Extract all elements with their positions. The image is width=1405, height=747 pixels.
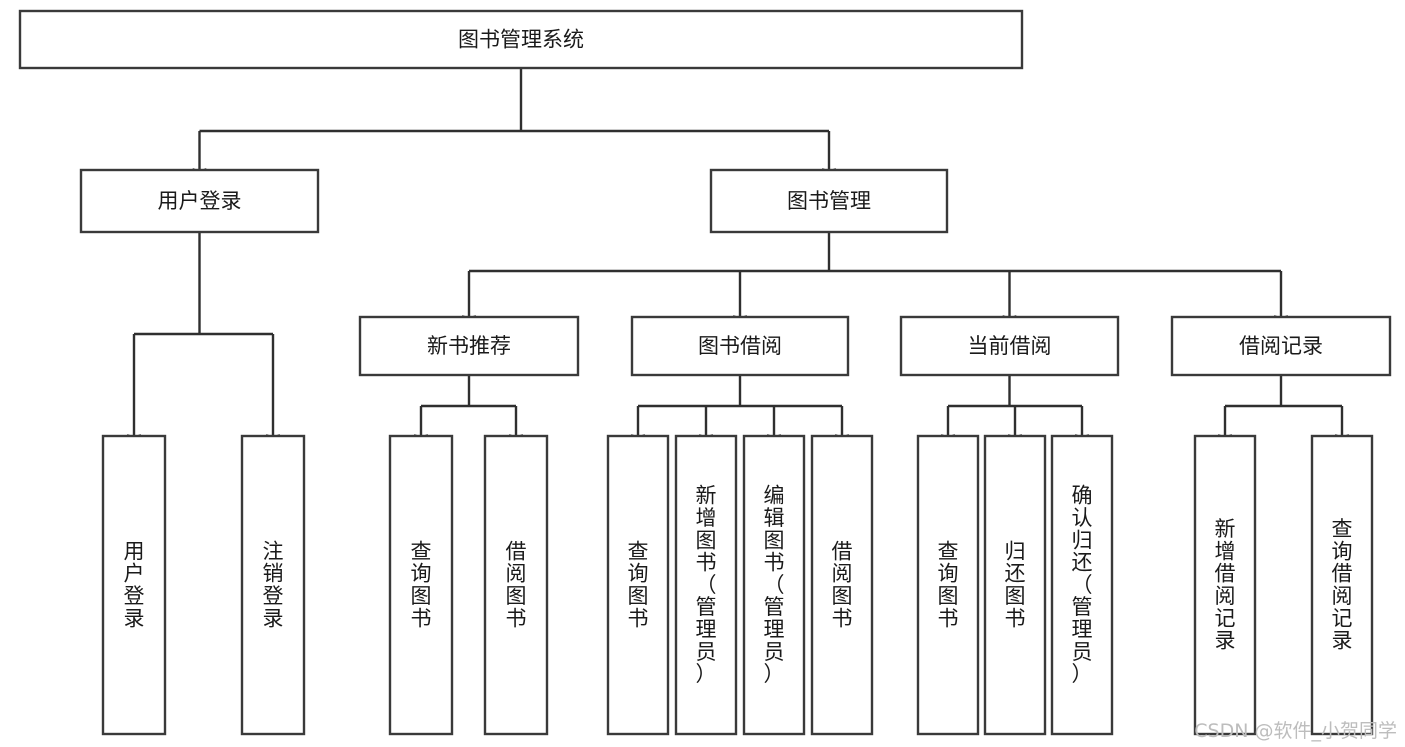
node-box-leaf-user-logout[interactable] (240, 434, 306, 736)
node-label: 查询图书 (628, 539, 649, 630)
node-label: 借阅记录 (1239, 334, 1323, 358)
node-box-leaf-edit-book[interactable] (742, 434, 806, 736)
node-label: 借阅图书 (832, 539, 853, 630)
watermark-label: CSDN @软件_小贺同学 (1194, 720, 1397, 742)
node-box-leaf-user-login[interactable] (101, 434, 167, 736)
connector-lines (127, 68, 1349, 446)
node-box-leaf-query-book-rec[interactable] (388, 434, 454, 736)
node-label: 借阅图书 (506, 539, 527, 630)
node-label: 图书管理系统 (458, 28, 584, 52)
node-box-leaf-query-book-cb[interactable] (916, 434, 980, 736)
node-label: 注销登录 (263, 539, 284, 630)
node-box-current-borrow[interactable] (899, 315, 1120, 377)
node-box-leaf-borrow-book-bb[interactable] (810, 434, 874, 736)
node-box-root[interactable] (18, 9, 1024, 70)
node-label: 当前借阅 (968, 334, 1052, 358)
node-box-leaf-add-book[interactable] (674, 434, 738, 736)
node-boxes (18, 9, 1392, 736)
node-box-leaf-confirm-return[interactable] (1050, 434, 1114, 736)
node-label: 确认归还（管理员） (1072, 484, 1093, 686)
node-box-book-borrow[interactable] (630, 315, 850, 377)
node-box-leaf-borrow-book-rec[interactable] (483, 434, 549, 736)
node-box-leaf-return-book[interactable] (983, 434, 1047, 736)
node-box-borrow-record[interactable] (1170, 315, 1392, 377)
node-label: 编辑图书（管理员） (764, 484, 785, 686)
node-box-book-manage[interactable] (709, 168, 949, 234)
node-box-leaf-add-record[interactable] (1193, 434, 1257, 736)
node-label: 查询图书 (411, 539, 432, 630)
node-label: 图书管理 (787, 189, 871, 213)
node-label: 用户登录 (158, 189, 242, 213)
node-label: 新增借阅记录 (1215, 517, 1236, 653)
node-label: 用户登录 (124, 539, 145, 630)
node-box-leaf-query-record[interactable] (1310, 434, 1374, 736)
node-labels: 图书管理系统用户登录图书管理新书推荐图书借阅当前借阅借阅记录用户登录注销登录查询… (124, 28, 1353, 687)
node-box-new-book-recommend[interactable] (358, 315, 580, 377)
node-label: 新增图书（管理员） (696, 484, 717, 686)
node-label: 查询图书 (938, 539, 959, 630)
node-box-user-login[interactable] (79, 168, 320, 234)
node-label: 新书推荐 (427, 334, 511, 358)
node-box-leaf-query-book-bb[interactable] (606, 434, 670, 736)
node-label: 归还图书 (1005, 539, 1026, 630)
node-label: 图书借阅 (698, 334, 782, 358)
node-label: 查询借阅记录 (1332, 517, 1353, 653)
